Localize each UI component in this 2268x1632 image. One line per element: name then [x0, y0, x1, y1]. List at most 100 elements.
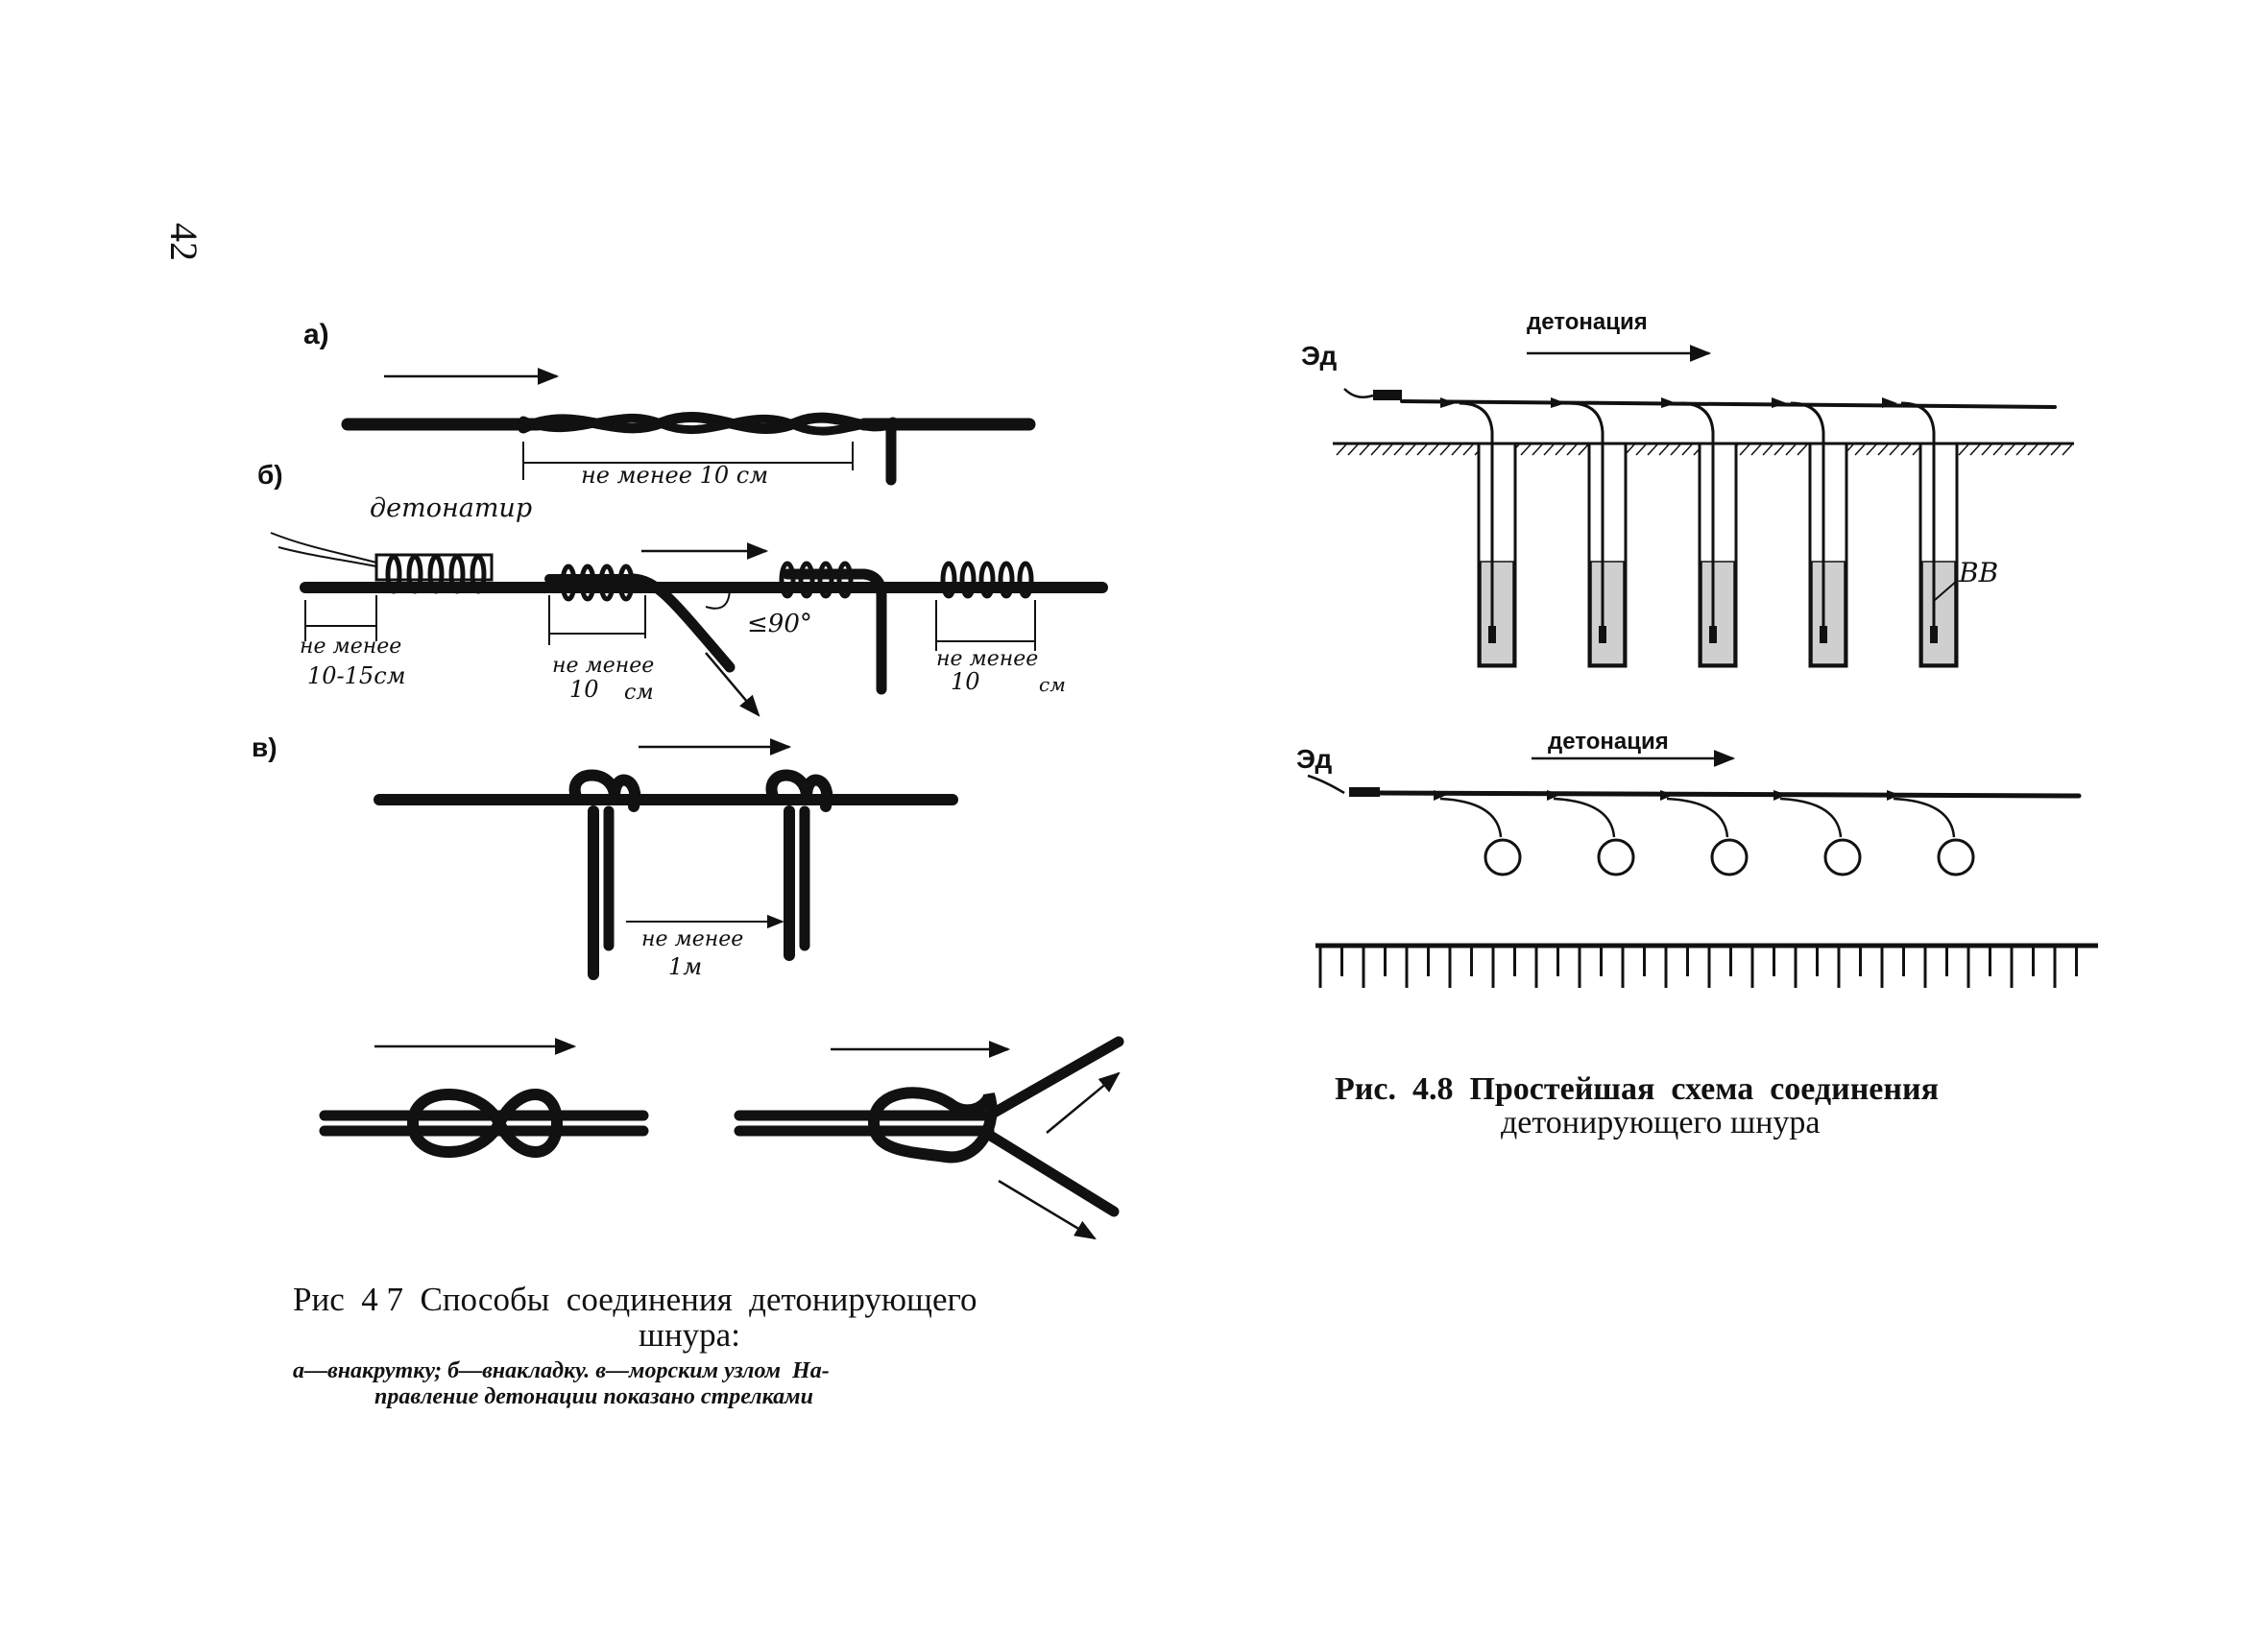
dim2-line2: 10: [569, 676, 599, 703]
arrow-right-icon: [1661, 397, 1677, 408]
hatch-mark: [1647, 444, 1658, 456]
reef-knot: [406, 1089, 564, 1158]
arrow-right-icon: [1547, 790, 1560, 801]
cord-end: [1709, 626, 1717, 643]
branch-cord: [983, 1036, 1124, 1121]
explosive-charge: [1590, 561, 1625, 665]
hatch-mark: [1462, 444, 1474, 456]
tape-coils: [940, 561, 1034, 599]
hatch-mark: [1520, 444, 1532, 456]
hatch-mark: [1555, 444, 1566, 456]
angle-arc: [705, 587, 731, 610]
hatch-mark: [1762, 444, 1773, 456]
dim3-line3: см: [1039, 673, 1066, 696]
branch-cord: [983, 1129, 1120, 1217]
explosive-charge: [1921, 561, 1956, 665]
fig48-bottom-scheme: детонация Эд: [1296, 729, 2082, 876]
hatch-mark: [1670, 444, 1681, 456]
hatch-mark: [1658, 444, 1670, 456]
electric-detonator: [1349, 787, 1380, 797]
fig48-bottom-source-label: Эд: [1296, 744, 1333, 774]
hatch-mark: [1532, 444, 1543, 456]
panel-a-letter: а): [303, 319, 329, 350]
branch-cord: [1569, 401, 1604, 641]
fig47-caption-body-line1: а—внакрутку; б—внакладку. в—морским узло…: [293, 1358, 830, 1383]
fig47-caption-title-line1: Рис 4 7 Способы соединения детонирующего: [293, 1281, 977, 1318]
branch-cord: [1900, 401, 1936, 641]
detonator-wires: [270, 532, 377, 564]
borehole: [1569, 401, 1628, 668]
cord-arrows: [1440, 397, 1897, 408]
explosive-charge: [1480, 561, 1514, 665]
hatch-mark: [1854, 444, 1866, 456]
cord-end: [1599, 626, 1606, 643]
scale-ruler-icon: [1315, 943, 2098, 988]
panel-a-dimension-label: не менее 10 см: [581, 462, 768, 489]
arrow-right-icon: [998, 1179, 1097, 1240]
panel-v-dim-line2: 1м: [668, 953, 702, 980]
hatch-mark: [1566, 444, 1578, 456]
borehole: [1900, 401, 1959, 668]
branch-cord: [1439, 797, 1503, 838]
cord-end: [1820, 626, 1827, 643]
branch-cord: [1666, 797, 1729, 838]
cord-end: [1930, 626, 1938, 643]
hatch-mark: [2062, 444, 2073, 456]
branch-cord: [1893, 797, 1956, 838]
main-cord: [1400, 399, 2057, 409]
charge: [1434, 790, 1522, 876]
arrow-right-icon: [1882, 397, 1897, 408]
fig48-bottom-direction-label: детонация: [1548, 729, 1669, 755]
fig47-caption-body-line2: правление детонации показано стрелками: [374, 1384, 813, 1409]
charge: [1660, 790, 1749, 876]
hatch-mark: [1543, 444, 1555, 456]
arrow-right-icon: [1440, 397, 1456, 408]
detonator-wires: [277, 546, 377, 567]
charge: [1887, 790, 1975, 876]
panel-v-dim-line1: не менее: [641, 927, 743, 951]
hatch-mark: [1750, 444, 1762, 456]
branch-cord: [1553, 797, 1616, 838]
boreholes: [1459, 401, 1959, 668]
electric-detonator: [1373, 390, 1402, 400]
fig48-top-source-label: Эд: [1301, 341, 1338, 371]
hatch-mark: [1370, 444, 1382, 456]
hatch-mark: [2039, 444, 2050, 456]
hatch-mark: [1773, 444, 1785, 456]
hatch-mark: [1578, 444, 1589, 456]
borehole: [1790, 401, 1848, 668]
leader-line: [1934, 580, 1958, 601]
hatch-mark: [1359, 444, 1370, 456]
angle-label: ≤90°: [747, 610, 812, 638]
charge: [1547, 790, 1635, 876]
hatch-mark: [1958, 444, 1969, 456]
hatch-mark: [2004, 444, 2015, 456]
charge-label: ВВ: [1958, 557, 1998, 588]
hatch-mark: [1981, 444, 1992, 456]
detonator-label: детонатир: [370, 493, 532, 523]
hatch-mark: [1785, 444, 1797, 456]
dim2-line1: не менее: [552, 654, 654, 678]
hatch-mark: [1451, 444, 1462, 456]
arrow-right-icon: [1046, 1071, 1121, 1134]
hatch-mark: [1439, 444, 1451, 456]
arrow-right-icon: [1773, 790, 1787, 801]
cord-end: [1488, 626, 1496, 643]
branch-cord: [1779, 797, 1843, 838]
charges: [1434, 790, 1975, 876]
dim3-line2: 10: [951, 668, 980, 695]
panel-b-letter: б): [257, 460, 283, 490]
hatch-mark: [1635, 444, 1647, 456]
sea-knot: [765, 769, 833, 812]
hatch-mark: [1889, 444, 1900, 456]
tape-coils: [385, 554, 487, 594]
hatch-mark: [1900, 444, 1912, 456]
fig48-top-scheme: детонация Эд ВВ: [1301, 309, 2074, 668]
dim2-line3: см: [624, 681, 654, 705]
hatch-mark: [2027, 444, 2039, 456]
charge-circle: [1484, 838, 1522, 876]
panel-v-knots: [319, 1036, 1124, 1240]
charge-circle: [1710, 838, 1749, 876]
hatch-mark: [1416, 444, 1428, 456]
arrow-right-icon: [705, 652, 760, 717]
